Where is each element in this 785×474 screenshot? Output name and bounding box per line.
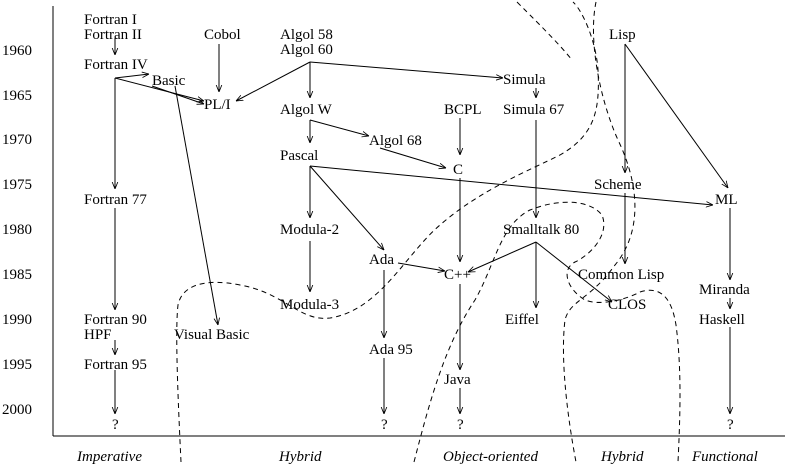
node-eiffel: Eiffel xyxy=(505,312,539,328)
node-algol-w: Algol W xyxy=(280,102,333,118)
node-hpf: HPF xyxy=(84,327,112,343)
node-simula-67: Simula 67 xyxy=(503,102,565,118)
node-smalltalk-80: Smalltalk 80 xyxy=(503,222,579,238)
divider-hybrid-oo xyxy=(413,201,681,463)
edge-lisp-ml xyxy=(624,43,728,188)
node-modula-3: Modula-3 xyxy=(280,297,339,313)
node-visual-basic: Visual Basic xyxy=(174,327,250,343)
node-fortran-ii: Fortran II xyxy=(84,27,142,43)
node-scheme: Scheme xyxy=(594,177,642,193)
edge-basic-visualbasic xyxy=(174,85,218,325)
divider-oo-hybrid-right xyxy=(562,1,636,463)
node-basic: Basic xyxy=(152,73,186,89)
node-ml: ML xyxy=(715,192,738,208)
node-java: Java xyxy=(444,372,471,388)
category-hybrid-right: Hybrid xyxy=(600,449,644,465)
node-common-lisp: Common Lisp xyxy=(578,267,664,283)
node-simula: Simula xyxy=(503,72,546,88)
edge-fortran4-pl1 xyxy=(114,77,204,101)
node-miranda: Miranda xyxy=(699,282,750,298)
language-nodes: Fortran I Fortran II Fortran IV Basic Co… xyxy=(84,12,750,433)
node-modula-2: Modula-2 xyxy=(280,222,339,238)
edges xyxy=(114,38,730,414)
year-label-1960: 1960 xyxy=(2,43,32,59)
category-object-oriented: Object-oriented xyxy=(443,449,538,465)
year-label-1990: 1990 xyxy=(2,312,32,328)
node-algol-60: Algol 60 xyxy=(280,42,333,58)
node-fortran-95: Fortran 95 xyxy=(84,357,147,373)
year-label-1985: 1985 xyxy=(2,267,32,283)
node-fortran-i: Fortran I xyxy=(84,12,137,28)
year-label-1970: 1970 xyxy=(2,132,32,148)
node-ada-95: Ada 95 xyxy=(369,342,413,358)
node-algol-58: Algol 58 xyxy=(280,27,333,43)
edge-smalltalk80-cpp xyxy=(468,241,537,273)
edge-basic-pl1 xyxy=(151,85,204,104)
category-functional: Functional xyxy=(691,449,758,465)
node-fortran-90: Fortran 90 xyxy=(84,312,147,328)
node-fortran-77: Fortran 77 xyxy=(84,192,147,208)
node-ada: Ada xyxy=(369,252,394,268)
year-label-1975: 1975 xyxy=(2,177,32,193)
node-cobol: Cobol xyxy=(204,27,241,43)
edge-algol68-c xyxy=(379,147,446,168)
node-fortran-iv: Fortran IV xyxy=(84,57,148,73)
edge-ada-cpp xyxy=(397,262,445,271)
edge-algol60-pl1 xyxy=(236,61,311,101)
node-lisp: Lisp xyxy=(609,27,636,43)
node-bcpl: BCPL xyxy=(444,102,482,118)
node-pl1: PL/I xyxy=(204,97,231,113)
node-algol-68: Algol 68 xyxy=(369,133,422,149)
edge-algolw-algol68 xyxy=(309,119,369,136)
divider-hybrid-functional xyxy=(516,1,573,61)
edge-fortran4-basic xyxy=(114,74,149,79)
node-future-java: ? xyxy=(457,417,464,433)
year-label-1965: 1965 xyxy=(2,88,32,104)
edge-smalltalk80-clos xyxy=(535,241,612,302)
edge-algol60-simula xyxy=(309,61,503,78)
node-cpp: C++ xyxy=(444,267,471,283)
node-future-ada: ? xyxy=(381,417,388,433)
year-label-1980: 1980 xyxy=(2,222,32,238)
node-pascal: Pascal xyxy=(280,148,318,164)
divider-imperative-hybrid xyxy=(176,1,599,463)
node-c: C xyxy=(453,162,463,178)
node-future-functional: ? xyxy=(727,417,734,433)
category-hybrid-left: Hybrid xyxy=(278,449,322,465)
edge-pascal-ada xyxy=(309,165,384,250)
year-label-1995: 1995 xyxy=(2,357,32,373)
node-clos: CLOS xyxy=(608,297,646,313)
year-label-2000: 2000 xyxy=(2,402,32,418)
edge-pascal-ml xyxy=(309,165,713,205)
category-imperative: Imperative xyxy=(76,449,142,465)
node-haskell: Haskell xyxy=(699,312,745,328)
node-future-imperative: ? xyxy=(112,417,119,433)
